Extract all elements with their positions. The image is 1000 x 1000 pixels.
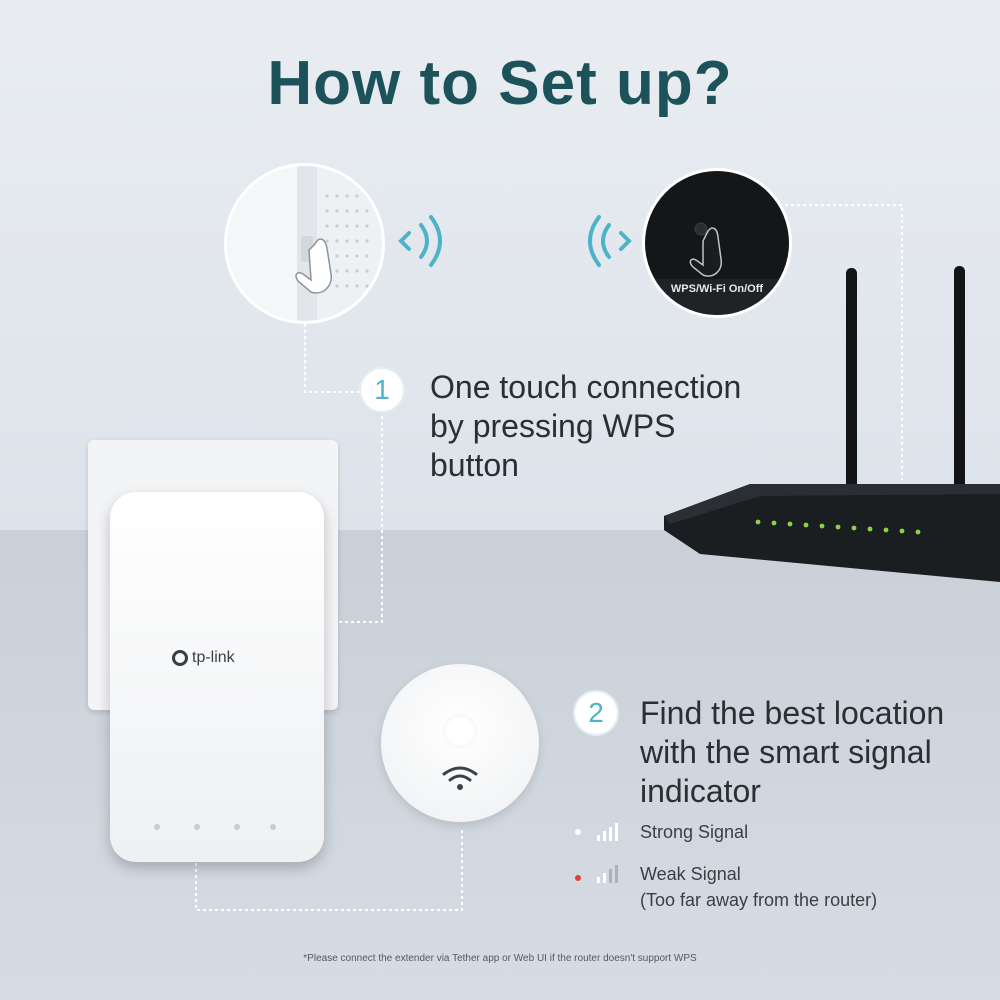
page-title: How to Set up? <box>267 49 733 118</box>
indicator-light <box>443 714 477 748</box>
footnote: *Please connect the extender via Tether … <box>303 953 697 964</box>
step-1-text: One touch connection by pressing WPS but… <box>430 368 741 485</box>
range-extender: tp-link <box>110 492 324 862</box>
wifi-icon <box>442 766 478 790</box>
router-wps-label: WPS/Wi-Fi On/Off <box>670 283 764 295</box>
led-indicator <box>154 824 160 830</box>
weak-signal-title: Weak Signal <box>640 864 741 884</box>
step-2-text: Find the best location with the smart si… <box>640 694 990 811</box>
led-indicator <box>194 824 200 830</box>
weak-signal-note: (Too far away from the router) <box>640 890 878 910</box>
router-wps-closeup: WPS/Wi-Fi On/Off <box>645 171 789 315</box>
wifi-waves-icon <box>588 215 632 267</box>
led-indicator <box>270 824 276 830</box>
step-2-number: 2 <box>575 692 617 734</box>
step-2-line: Find the best location <box>640 695 945 731</box>
step-2-line: with the smart signal <box>640 734 932 770</box>
extender-led-row <box>150 822 284 832</box>
step-2-line: indicator <box>640 773 761 809</box>
step-1-line: button <box>430 447 519 483</box>
smart-signal-indicator <box>381 664 539 822</box>
signal-bars-weak-icon <box>597 865 618 883</box>
signal-bars-strong-icon <box>597 823 618 841</box>
step-1-line: by pressing WPS <box>430 408 676 444</box>
strong-signal-label: Strong Signal <box>640 822 749 842</box>
brand-name: tp-link <box>192 649 235 666</box>
strong-led-dot <box>575 829 581 835</box>
tplink-logo-icon <box>172 649 188 666</box>
extender-wps-closeup <box>227 166 382 321</box>
router <box>664 266 1000 582</box>
led-indicator <box>234 824 240 830</box>
wifi-waves-icon <box>398 215 442 267</box>
wps-press-illustration <box>295 166 382 321</box>
tplink-logo: tp-link <box>172 649 235 667</box>
step-1-line: One touch connection <box>430 369 742 405</box>
step-1-number: 1 <box>361 369 403 411</box>
weak-led-dot <box>575 875 581 881</box>
weak-signal-label: Weak Signal (Too far away from the route… <box>640 861 877 913</box>
router-press-illustration <box>645 222 789 315</box>
